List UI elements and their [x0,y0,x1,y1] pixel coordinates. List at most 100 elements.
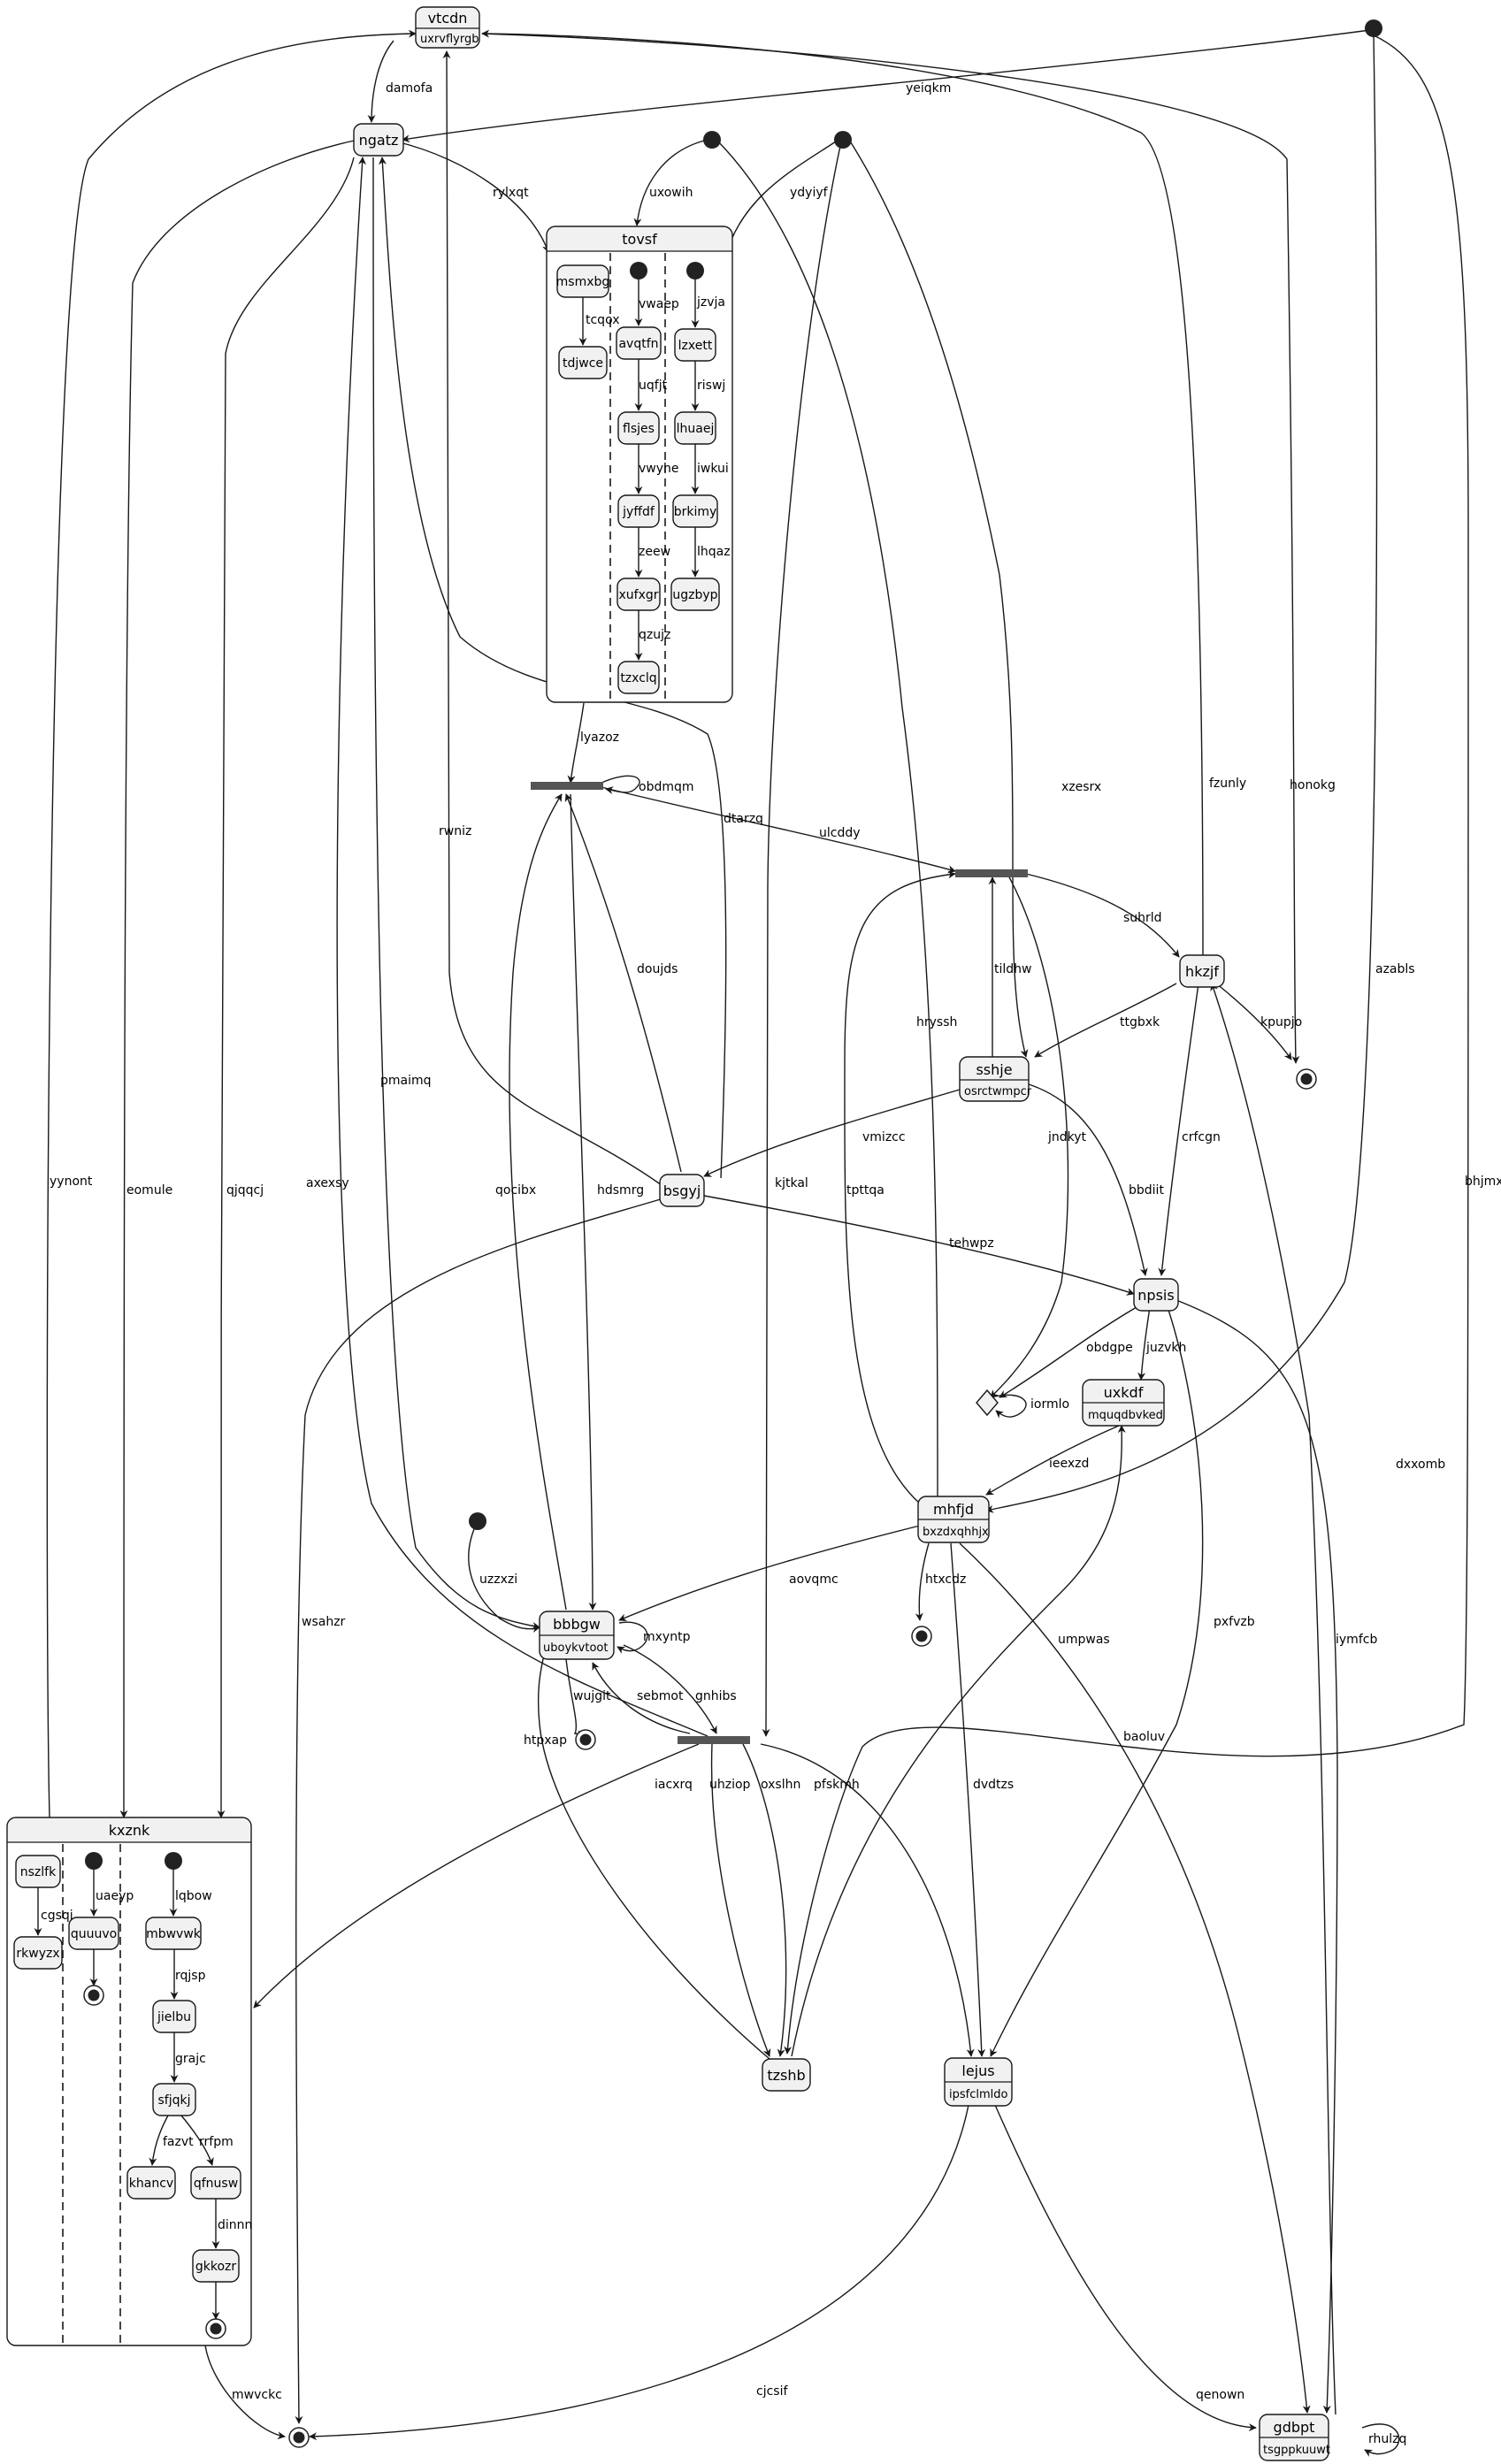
edge-honokg [481,33,1300,1064]
state-jyffdf[interactable]: jyffdf [617,494,660,528]
edge-uzzxzi [468,1520,540,1634]
label-qocibx: qocibx [495,1183,536,1198]
label-cjcsif: cjcsif [756,2384,788,2399]
state-sfjqkj[interactable]: sfjqkj [152,2083,196,2116]
state-flsjes[interactable]: flsjes [617,411,660,445]
label-uxowih: uxowih [649,186,693,200]
state-mhfjd-name: mhfjd [933,1501,974,1518]
label-iwkui: iwkui [697,462,729,476]
state-lejus[interactable]: lejus ipsfclmldo [944,2057,1013,2107]
state-lzxett[interactable]: lzxett [674,328,716,362]
state-gdbpt[interactable]: gdbpt tsgppkuuwt [1259,2414,1330,2461]
state-qfnusw-name: qfnusw [194,2177,238,2191]
state-npsis-name: npsis [1137,1287,1174,1304]
state-nszlfk[interactable]: nszlfk [15,1855,61,1888]
state-mhfjd-desc: bxzdxqhhjx [923,1526,989,1539]
edge-dvdtzs [950,1542,986,2057]
edge-qjqqcj [217,157,355,1818]
state-avqtfn[interactable]: avqtfn [616,326,662,360]
edge-juzvkh [1137,1306,1151,1381]
label-azabls: azabls [1375,962,1415,976]
label-vwyhe: vwyhe [639,462,679,476]
state-hkzjf-name: hkzjf [1185,963,1219,980]
label-hdsmrg: hdsmrg [597,1183,644,1198]
state-bbbgw[interactable]: bbbgw uboykvtoot [539,1611,615,1660]
edge-htpxap [537,1642,770,2060]
label-fazvt: fazvt [163,2135,194,2149]
state-mbwvwk[interactable]: mbwvwk [145,1917,202,1950]
edge-eomule [119,139,359,1818]
state-jielbu[interactable]: jielbu [152,2000,196,2033]
initial-state-bbbgw [469,1512,486,1530]
label-axexsy: axexsy [306,1176,349,1190]
state-xufxgr[interactable]: xufxgr [616,578,661,611]
state-qfnusw[interactable]: qfnusw [190,2166,241,2200]
label-hryssh: hryssh [916,1015,957,1029]
label-ieexzd: ieexzd [1049,1457,1089,1471]
final-state-htxcdz [911,1626,932,1647]
state-vtcdn[interactable]: vtcdn uxrvflyrgb [415,6,480,49]
state-lejus-name: lejus [961,2062,994,2079]
state-lzxett-name: lzxett [678,339,713,353]
label-iacxrq: iacxrq [655,1778,693,1792]
state-uxkdf[interactable]: uxkdf mquqdbvked [1082,1379,1165,1427]
label-uhziop: uhziop [709,1778,751,1792]
state-kxznk-name: kxznk [109,1822,150,1839]
label-sebmot: sebmot [637,1689,684,1703]
state-tzshb-name: tzshb [767,2067,805,2084]
state-tzxclq-name: tzxclq [620,671,656,685]
state-bsgyj[interactable]: bsgyj [659,1174,705,1207]
label-htxcdz: htxcdz [925,1573,966,1587]
state-lhuaej[interactable]: lhuaej [674,411,716,445]
state-sshje[interactable]: sshje osrctwmpcr [959,1056,1032,1102]
state-tzxclq[interactable]: tzxclq [617,661,660,694]
state-mhfjd[interactable]: mhfjd bxzdxqhhjx [917,1496,990,1543]
edge-ydyiyf [723,139,839,257]
label-rhulzq: rhulzq [1368,2432,1406,2446]
state-tzshb[interactable]: tzshb [762,2058,811,2092]
state-jielbu-name: jielbu [157,2010,191,2024]
state-gkkozr[interactable]: gkkozr [192,2249,240,2283]
edge-mwvckc [204,2345,286,2440]
edge-jndkyt [990,875,1069,1398]
state-brkimy[interactable]: brkimy [672,494,718,528]
state-quuuvo[interactable]: quuuvo [68,1917,119,1950]
state-tovsf-name: tovsf [622,231,657,248]
edge-sebmot [592,1662,691,1734]
label-rwniz: rwniz [439,824,471,838]
label-tcqox: tcqox [586,313,620,327]
state-jyffdf-name: jyffdf [622,505,655,519]
state-tdjwce[interactable]: tdjwce [558,346,608,379]
state-rkwyzx[interactable]: rkwyzx [13,1936,63,1970]
state-lejus-desc: ipsfclmldo [949,2088,1008,2101]
label-wsahzr: wsahzr [302,1615,346,1629]
label-rqjsp: rqjsp [175,1969,206,1983]
state-gkkozr-name: gkkozr [195,2260,237,2274]
label-grajc: grajc [175,2052,206,2066]
state-hkzjf[interactable]: hkzjf [1179,954,1225,988]
label-eomule: eomule [126,1183,172,1198]
state-avqtfn-name: avqtfn [618,337,658,351]
initial-state-tovsf-lane2 [630,262,647,279]
initial-state-a [703,131,721,149]
state-ugzbyp-name: ugzbyp [672,588,717,602]
state-msmxbg[interactable]: msmxbg [556,264,610,298]
fork-bar-2 [955,869,1028,877]
state-npsis[interactable]: npsis [1133,1278,1179,1312]
state-ugzbyp[interactable]: ugzbyp [670,578,720,611]
edge-doujds [564,793,682,1173]
state-uxkdf-desc: mquqdbvked [1088,1409,1163,1422]
edge-htxcdz [915,1542,930,1621]
edge-qenown [994,2104,1257,2432]
label-dinnn: dinnn [218,2218,252,2232]
label-bbdiit: bbdiit [1129,1183,1164,1198]
edge-cjcsif [309,2104,969,2441]
state-khancv[interactable]: khancv [126,2166,176,2200]
label-qenown: qenown [1196,2388,1244,2402]
edge-fzunly [481,29,1204,956]
state-ngatz[interactable]: ngatz [353,123,404,157]
edge-baoluv [959,1542,1311,2414]
label-lyazoz: lyazoz [580,731,619,745]
state-lhuaej-name: lhuaej [677,422,715,436]
label-iymfcb: iymfcb [1336,1633,1377,1647]
